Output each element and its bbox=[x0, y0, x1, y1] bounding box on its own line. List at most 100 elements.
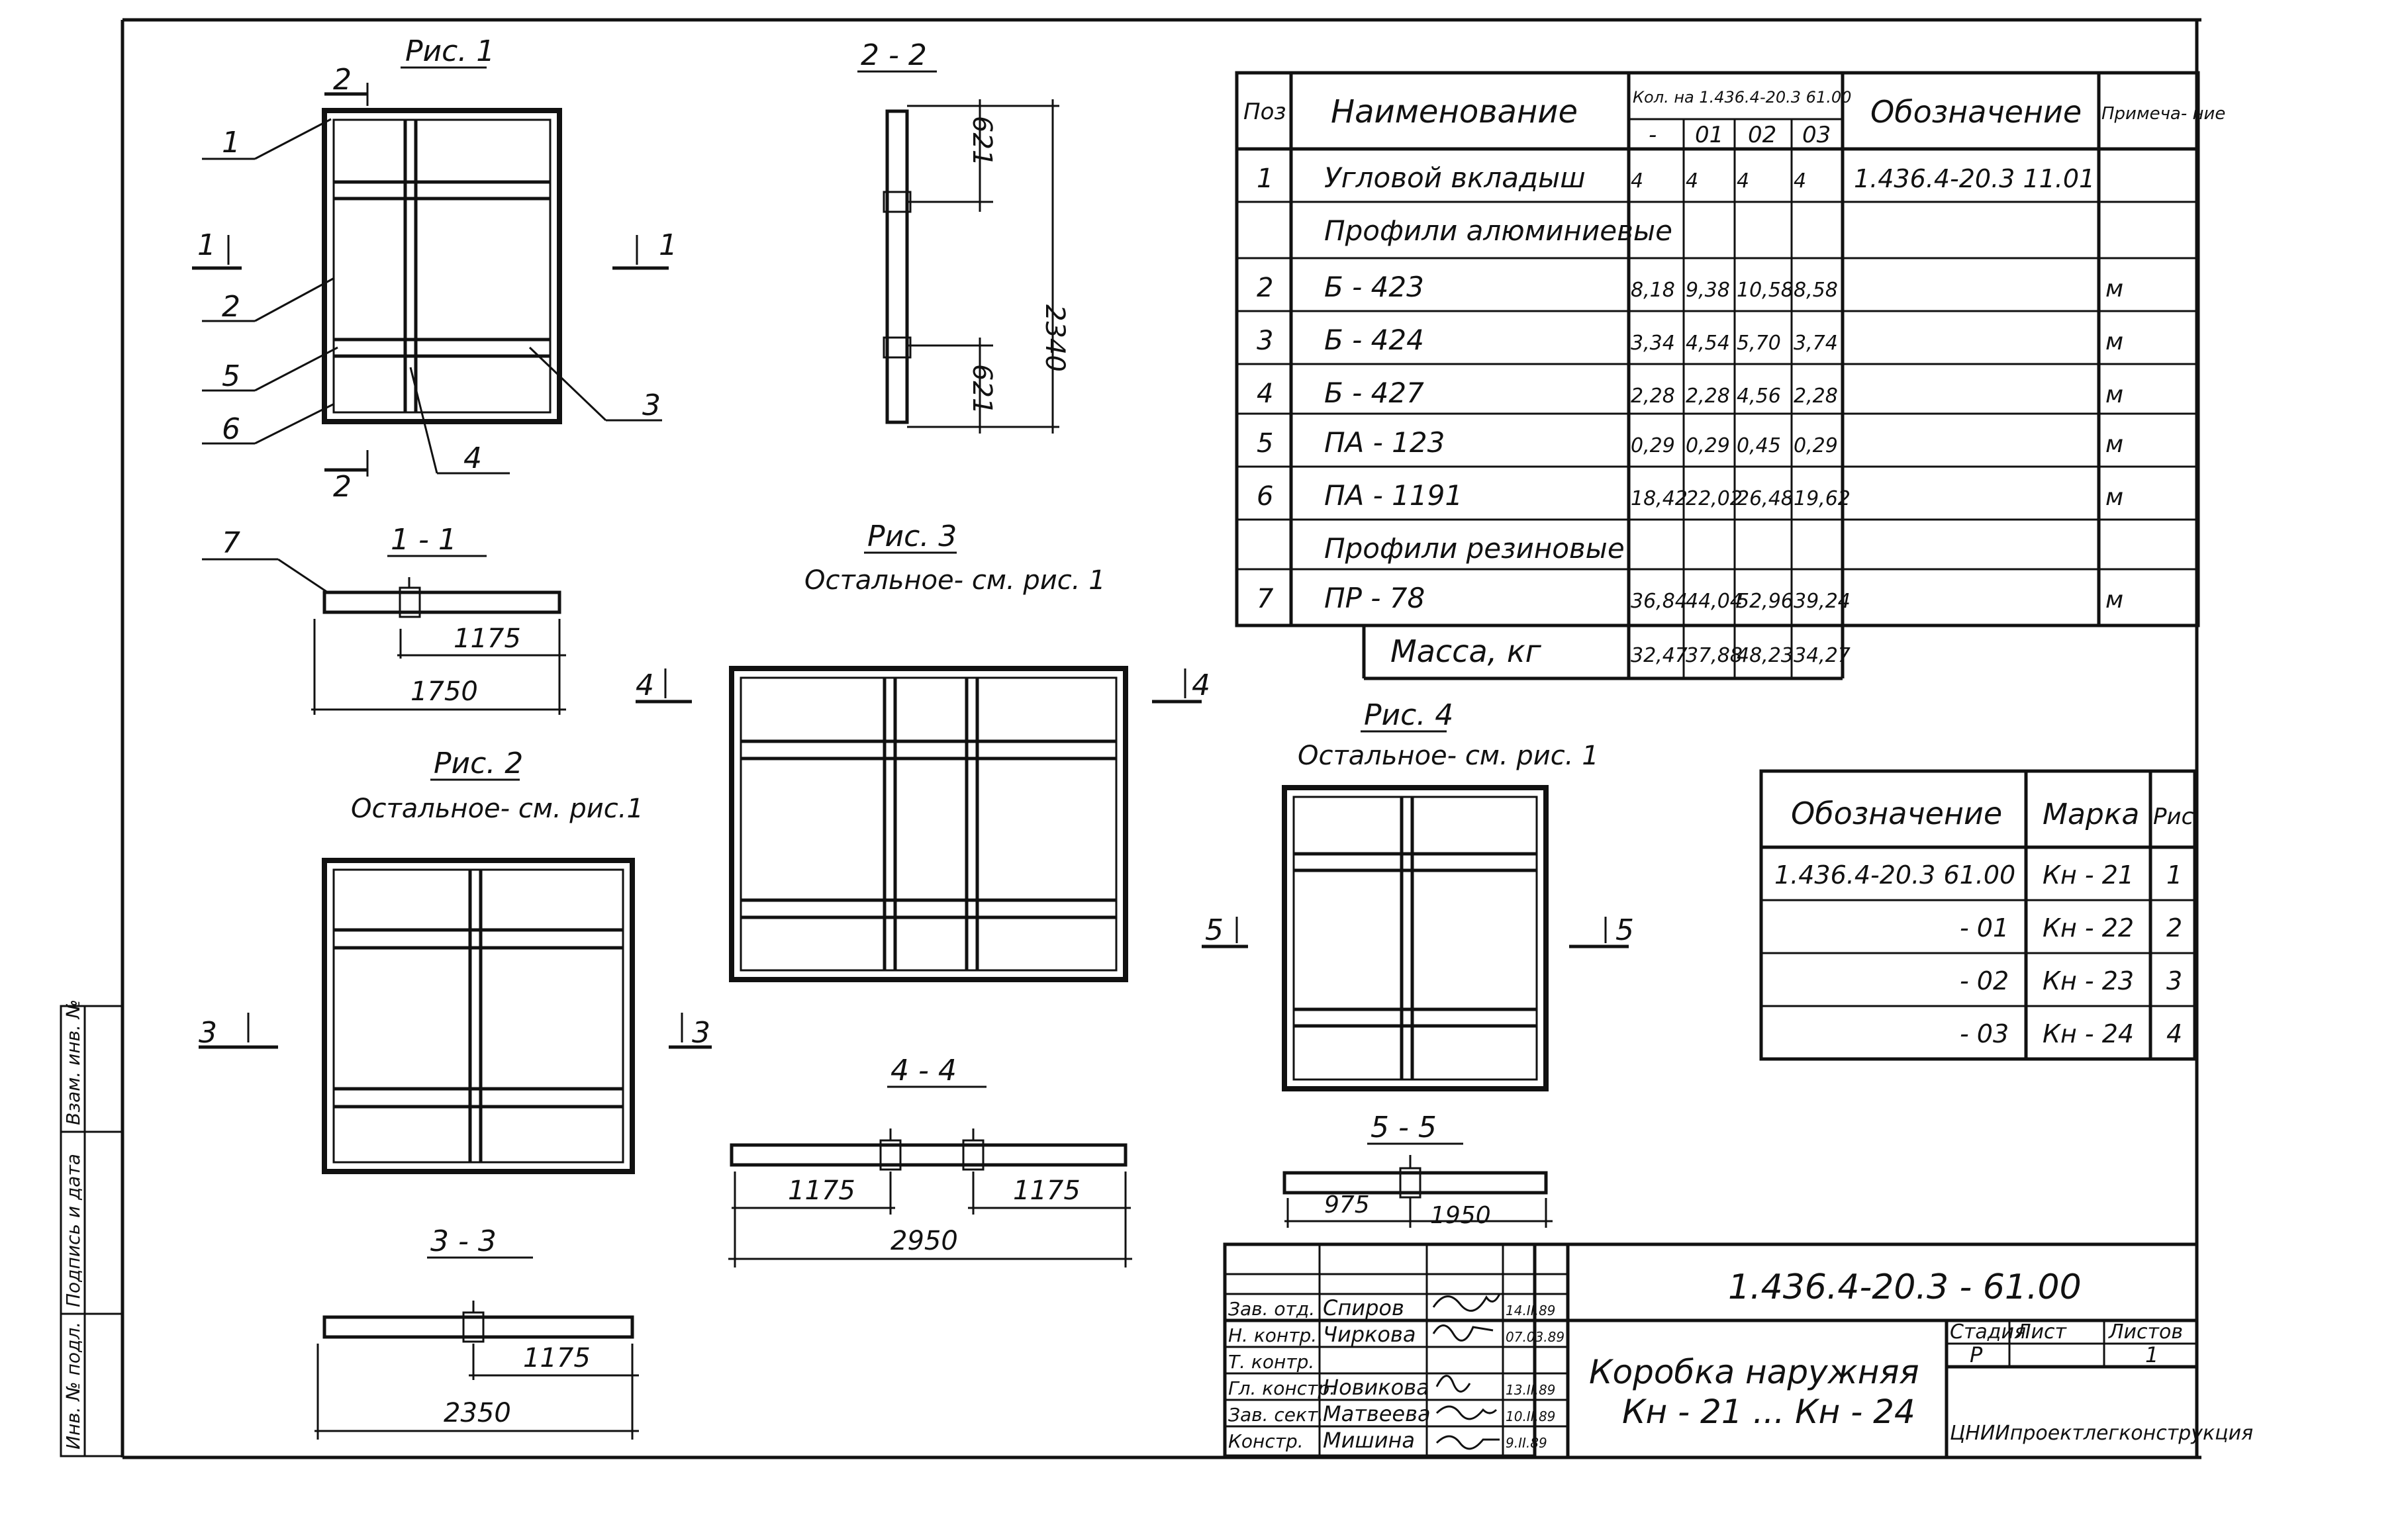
spec-qty: 4 bbox=[1686, 169, 1698, 193]
fig1-mark-2-top: 2 bbox=[333, 63, 352, 97]
section-1-1: 1 - 1 7 1175 1750 bbox=[202, 523, 566, 715]
spec-name: ПА - 1191 bbox=[1324, 479, 1463, 512]
section-1-1-title: 1 - 1 bbox=[391, 523, 457, 557]
fig1-mark-2-bottom: 2 bbox=[333, 470, 352, 504]
staff-role: Зав. отд. bbox=[1228, 1298, 1315, 1320]
dim-1-1-1175: 1175 bbox=[454, 623, 521, 654]
spec-qty: 8,18 bbox=[1631, 279, 1675, 302]
section-2-2: 2 - 2 2340 621 621 bbox=[857, 38, 1070, 434]
section-3-3-title: 3 - 3 bbox=[430, 1224, 497, 1258]
staff-name: Чиркова bbox=[1323, 1322, 1416, 1347]
spec-qty: 4 bbox=[1794, 169, 1806, 193]
marks-designation: - 03 bbox=[1960, 1019, 2009, 1048]
signature bbox=[1435, 1375, 1471, 1393]
marks-mark: Кн - 23 bbox=[2043, 966, 2134, 995]
spec-qty: 10,58 bbox=[1737, 279, 1794, 302]
dim-3-3-2350: 2350 bbox=[444, 1398, 511, 1428]
section-3-3: 3 - 3 1175 2350 bbox=[314, 1224, 639, 1440]
side-stamp: Инв. № подл. Подпись и дата Взам. инв. № bbox=[60, 999, 122, 1457]
spec-name: Б - 427 bbox=[1324, 377, 1424, 409]
spec-note: м bbox=[2105, 484, 2123, 511]
fig1-mark-1-left: 1 bbox=[197, 228, 216, 262]
spec-name: Угловой вкладыш bbox=[1324, 161, 1586, 194]
stage-value: Р bbox=[1970, 1342, 1983, 1367]
spec-qty: 0,29 bbox=[1686, 434, 1730, 457]
fig4-note: Остальное- см. рис. 1 bbox=[1298, 741, 1599, 771]
dim-3-3-1175: 1175 bbox=[523, 1343, 591, 1373]
doc-number: 1.436.4-20.3 - 61.00 bbox=[1728, 1267, 2082, 1307]
spec-qty: 4,56 bbox=[1737, 385, 1781, 408]
spec-qty: 4 bbox=[1737, 169, 1749, 193]
drawing-title-2: Кн - 21 ... Кн - 24 bbox=[1622, 1393, 1915, 1431]
spec-pos: 1 bbox=[1257, 163, 1273, 194]
stage-label: Стадия bbox=[1950, 1320, 2026, 1344]
figure-3: Рис. 3 Остальное- см. рис. 1 4 4 bbox=[636, 520, 1210, 982]
figure-1: Рис. 1 2 2 1 1 1 bbox=[192, 34, 677, 504]
marks-fig: 1 bbox=[2166, 860, 2182, 890]
staff-date: 10.II.89 bbox=[1506, 1408, 1555, 1424]
fig2-mark-3-left: 3 bbox=[199, 1016, 217, 1050]
spec-qty: 52,96 bbox=[1737, 590, 1794, 613]
section-5-5: 5 - 5 975 1950 bbox=[1282, 1111, 1553, 1229]
spec-mass-value: 48,23 bbox=[1737, 644, 1794, 667]
spec-qty: 26,48 bbox=[1737, 487, 1794, 510]
dim-1-1-1750: 1750 bbox=[410, 676, 478, 707]
spec-variant: 03 bbox=[1802, 122, 1831, 148]
spec-name: Б - 423 bbox=[1324, 271, 1424, 303]
spec-qty: 39,24 bbox=[1794, 590, 1851, 613]
marks-table: Обозначение Марка Рис. 1.436.4-20.3 61.0… bbox=[1759, 769, 2201, 1061]
callout-7: 7 bbox=[222, 526, 240, 560]
staff-date: 9.II.89 bbox=[1506, 1435, 1547, 1451]
marks-fig: 3 bbox=[2166, 966, 2182, 995]
spec-variant: 02 bbox=[1748, 122, 1776, 148]
marks-fig: 2 bbox=[2166, 913, 2182, 943]
fig2-mark-3-right: 3 bbox=[692, 1016, 710, 1050]
spec-note: м bbox=[2105, 328, 2123, 355]
section-4-4-title: 4 - 4 bbox=[891, 1054, 957, 1087]
spec-qty: 19,62 bbox=[1794, 487, 1851, 510]
dim-4-4-1175-right: 1175 bbox=[1013, 1175, 1081, 1206]
fig3-note: Остальное- см. рис. 1 bbox=[804, 565, 1106, 596]
staff-name: Спиров bbox=[1323, 1295, 1404, 1320]
spec-note: м bbox=[2105, 381, 2123, 408]
spec-qty: 0,29 bbox=[1794, 434, 1838, 457]
spec-pos: 3 bbox=[1257, 326, 1273, 356]
callout-6: 6 bbox=[222, 412, 240, 446]
marks-header-designation: Обозначение bbox=[1791, 796, 2002, 831]
spec-name: ПР - 78 bbox=[1324, 582, 1425, 614]
spec-qty: 2,28 bbox=[1686, 385, 1730, 408]
spec-pos: 6 bbox=[1257, 481, 1273, 512]
figure-2: Рис. 2 Остальное- см. рис.1 3 3 bbox=[199, 747, 712, 1174]
fig3-mark-4-right: 4 bbox=[1192, 668, 1210, 702]
marks-fig: 4 bbox=[2166, 1019, 2182, 1048]
spec-variant: 01 bbox=[1695, 122, 1723, 148]
dim-2-2-2340: 2340 bbox=[1039, 304, 1070, 372]
spec-mass-value: 32,47 bbox=[1631, 644, 1688, 667]
spec-header-qty: Кол. на 1.436.4-20.3 61.00 bbox=[1633, 88, 1851, 107]
spec-note: м bbox=[2105, 275, 2123, 302]
fig1-mark-1-right: 1 bbox=[659, 228, 677, 262]
callout-1: 1 bbox=[222, 126, 240, 160]
staff-role: Зав. сект. bbox=[1228, 1404, 1324, 1426]
sheets-label: Листов bbox=[2108, 1320, 2183, 1344]
fig4-mark-5-left: 5 bbox=[1205, 913, 1224, 947]
fig3-title: Рис. 3 bbox=[867, 520, 957, 553]
spec-designation: 1.436.4-20.3 11.01 bbox=[1854, 164, 2095, 193]
drawing-title-1: Коробка наружняя bbox=[1589, 1353, 1919, 1391]
marks-designation: - 01 bbox=[1960, 913, 2009, 943]
staff-name: Новикова bbox=[1323, 1375, 1429, 1400]
spec-mass-value: 37,88 bbox=[1686, 644, 1743, 667]
staff-date: 13.II.89 bbox=[1506, 1382, 1555, 1398]
spec-header-designation: Обозначение bbox=[1870, 94, 2082, 130]
spec-qty: 4,54 bbox=[1686, 332, 1730, 355]
spec-qty: 3,34 bbox=[1631, 332, 1675, 355]
staff-date: 14.II.89 bbox=[1506, 1303, 1555, 1318]
spec-table: Поз Наименование Кол. на 1.436.4-20.3 61… bbox=[1235, 71, 2225, 680]
dim-2-2-621-top: 621 bbox=[967, 116, 997, 166]
dim-5-5-975: 975 bbox=[1324, 1191, 1370, 1219]
signature bbox=[1432, 1293, 1501, 1312]
marks-mark: Кн - 21 bbox=[2043, 860, 2134, 890]
